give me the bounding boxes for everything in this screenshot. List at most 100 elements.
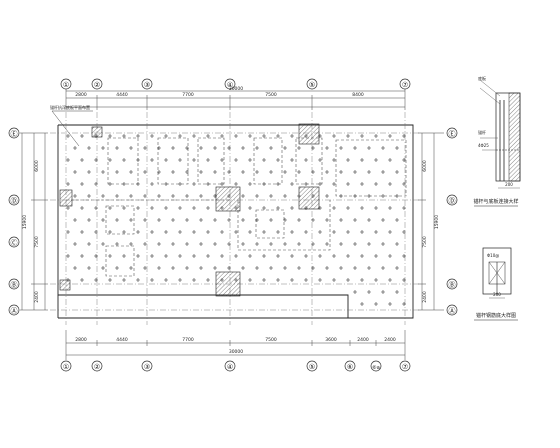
pile-marker [353, 170, 357, 174]
detail-label: 底板 [478, 75, 486, 81]
pile-marker [199, 146, 203, 150]
pile-marker [220, 254, 224, 258]
pile-marker [234, 254, 238, 258]
pile-marker [192, 158, 196, 162]
pile-marker [94, 254, 98, 258]
pile-marker [381, 242, 385, 246]
pile-marker [297, 146, 301, 150]
pile-marker [199, 218, 203, 222]
pile-marker [297, 242, 301, 246]
pile-marker [297, 218, 301, 222]
pile-marker [101, 242, 105, 246]
pile-marker [199, 194, 203, 198]
pile-marker [255, 170, 259, 174]
pile-marker [248, 230, 252, 234]
pile-marker [80, 206, 84, 210]
pile-marker [283, 242, 287, 246]
axis-label-top: ⑤ [309, 81, 315, 89]
pile-marker [136, 134, 140, 138]
axis-label-bottom: ① [63, 363, 69, 371]
pile-marker [248, 254, 252, 258]
pile-marker [318, 254, 322, 258]
pile-marker [157, 170, 161, 174]
right-dim: 6000 [422, 160, 428, 172]
pile-marker [325, 266, 329, 270]
pile-marker [290, 230, 294, 234]
pile-marker [318, 278, 322, 282]
bottom-dim: 4440 [116, 337, 128, 343]
pile-marker [94, 278, 98, 282]
pile-marker [185, 242, 189, 246]
pile-marker [129, 242, 133, 246]
pile-marker [381, 170, 385, 174]
pile-marker [311, 218, 315, 222]
pile-marker [290, 182, 294, 186]
detail-label: 4Φ25 [478, 143, 489, 148]
top-dim: 4440 [116, 92, 128, 98]
pile-marker [136, 278, 140, 282]
pile-marker [290, 206, 294, 210]
pile-marker [122, 158, 126, 162]
pile-marker [339, 242, 343, 246]
pile-marker [318, 134, 322, 138]
pile-marker [192, 254, 196, 258]
axis-label-bottom: ⑦ [402, 363, 408, 371]
pile-marker [325, 194, 329, 198]
pile-marker [325, 218, 329, 222]
pile-marker [178, 182, 182, 186]
bottom-dim: 2400 [384, 337, 396, 343]
pile-marker [136, 254, 140, 258]
pile-marker [388, 206, 392, 210]
pile-marker [87, 146, 91, 150]
pile-marker [171, 194, 175, 198]
right-axis-bubbles: Ⓔ Ⓓ Ⓑ Ⓐ [446, 127, 458, 316]
top-dim: 7500 [265, 92, 277, 98]
pile-marker [178, 206, 182, 210]
pile-marker [346, 134, 350, 138]
pile-marker [360, 254, 364, 258]
pile-marker [108, 254, 112, 258]
pile-marker [87, 266, 91, 270]
pile-marker [290, 134, 294, 138]
bottom-dim: 2800 [75, 337, 87, 343]
pile-marker [150, 206, 154, 210]
pile-marker [73, 266, 77, 270]
pile-marker [101, 170, 105, 174]
pile-marker [213, 194, 217, 198]
pile-marker [192, 134, 196, 138]
pile-marker [311, 242, 315, 246]
pile-marker [185, 218, 189, 222]
pile-marker [304, 182, 308, 186]
pile-marker [143, 242, 147, 246]
pile-marker [395, 242, 399, 246]
bottom-dim: 7700 [182, 337, 194, 343]
pile-marker [164, 278, 168, 282]
right-dim: 7500 [422, 236, 428, 248]
pile-marker [353, 194, 357, 198]
pile-marker [129, 170, 133, 174]
pile-marker [87, 242, 91, 246]
pile-marker [108, 206, 112, 210]
pile-marker [115, 242, 119, 246]
pile-marker [150, 230, 154, 234]
pile-marker [164, 158, 168, 162]
pile-marker [388, 158, 392, 162]
pile-marker [374, 158, 378, 162]
detail-label: 锚杆 [478, 129, 486, 135]
pile-marker [353, 146, 357, 150]
pile-marker [402, 182, 406, 186]
pile-marker [367, 290, 371, 294]
top-dimensions [65, 89, 406, 110]
detail1-title: 锚杆与底板连接大样 [473, 198, 518, 205]
pile-marker [255, 218, 259, 222]
pile-marker [346, 230, 350, 234]
pile-marker [220, 230, 224, 234]
pile-marker [269, 170, 273, 174]
detail-label: 200 [505, 182, 513, 187]
pile-marker [234, 182, 238, 186]
pile-marker [234, 158, 238, 162]
pile-marker [304, 134, 308, 138]
pile-marker [395, 170, 399, 174]
pile-marker [374, 254, 378, 258]
pile-marker [94, 134, 98, 138]
